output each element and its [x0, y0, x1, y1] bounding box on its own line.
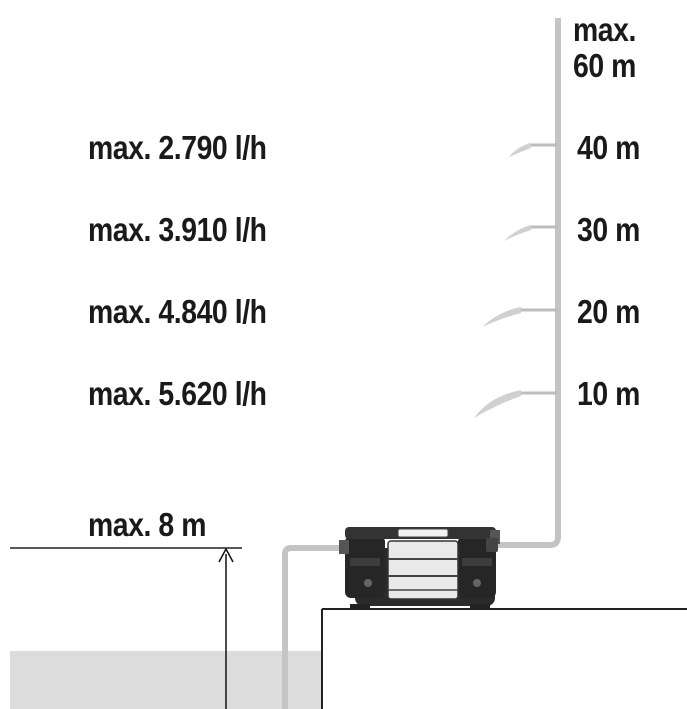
- height-label-40: 40 m: [577, 129, 640, 166]
- outlet-taps: [518, 143, 558, 395]
- water-jet-30: [504, 225, 531, 241]
- max-height-label-line2: 60 m: [573, 47, 636, 84]
- height-label-20: 20 m: [577, 293, 640, 330]
- height-label-10: 10 m: [577, 375, 640, 412]
- pump-icon: [339, 527, 500, 609]
- water-jets: [474, 143, 531, 418]
- suction-pipe: [282, 545, 345, 709]
- flow-label-40: max. 2.790 l/h: [88, 129, 267, 166]
- height-label-30: 30 m: [577, 211, 640, 248]
- water-jet-40: [509, 143, 531, 157]
- arrow-head-icon: [218, 547, 234, 563]
- flow-label-30: max. 3.910 l/h: [88, 211, 267, 248]
- water-jet-10: [474, 390, 521, 418]
- flow-label-10: max. 5.620 l/h: [88, 375, 267, 412]
- pressure-pipe: [498, 18, 561, 548]
- max-height-label-line1: max.: [573, 11, 636, 48]
- suction-depth-label: max. 8 m: [88, 506, 207, 543]
- flow-label-20: max. 4.840 l/h: [88, 293, 267, 330]
- water-jet-20: [482, 307, 521, 327]
- water-body: [10, 651, 322, 709]
